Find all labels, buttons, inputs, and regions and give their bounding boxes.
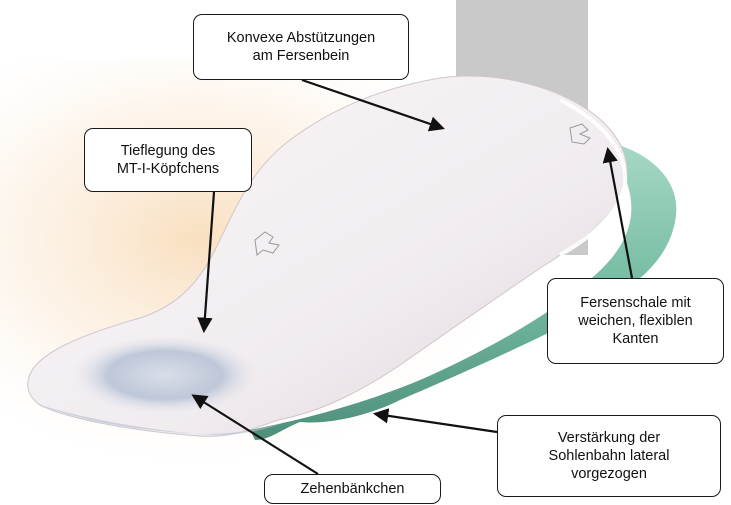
- callout-line: Sohlenbahn lateral: [549, 447, 670, 465]
- callout-heel-cup: Fersenschale mit weichen, flexiblen Kant…: [547, 278, 724, 364]
- callout-mt1-head: Tieflegung des MT-I-Köpfchens: [84, 128, 252, 192]
- callout-heel-support: Konvexe Abstützungen am Fersenbein: [193, 14, 409, 80]
- callout-line: MT-I-Köpfchens: [117, 160, 219, 178]
- callout-line: Tieflegung des: [121, 142, 216, 160]
- callout-line: Fersenschale mit: [580, 294, 690, 312]
- callout-toe-bar: Zehenbänkchen: [264, 474, 441, 504]
- callout-line: Zehenbänkchen: [301, 480, 405, 498]
- callout-sole-lateral: Verstärkung der Sohlenbahn lateral vorge…: [497, 415, 721, 497]
- callout-line: Konvexe Abstützungen: [227, 29, 375, 47]
- callout-line: Verstärkung der: [558, 429, 660, 447]
- forefoot-pad: [70, 335, 260, 415]
- callout-line: Kanten: [613, 330, 659, 348]
- callout-line: vorgezogen: [571, 465, 647, 483]
- callout-line: am Fersenbein: [253, 47, 350, 65]
- callout-line: weichen, flexiblen: [578, 312, 692, 330]
